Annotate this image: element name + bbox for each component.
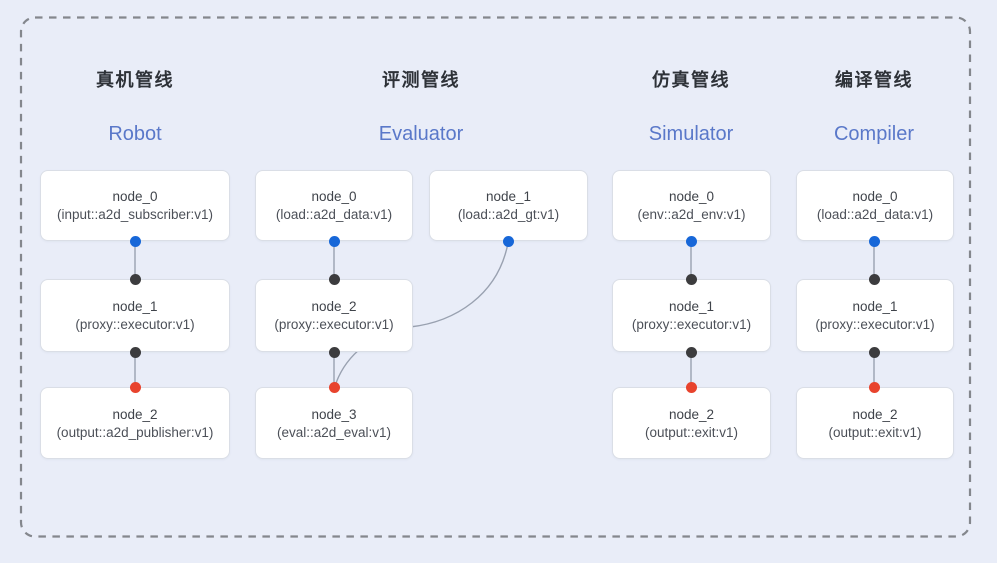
pipeline-title-en-simulator: Simulator xyxy=(648,123,734,145)
node-impl: (output::exit:v1) xyxy=(828,424,922,440)
pipeline-title-zh-compiler: 编译管线 xyxy=(835,70,913,90)
node-name: node_1 xyxy=(668,299,715,314)
black-port-dot xyxy=(328,273,340,285)
black-port-dot xyxy=(868,346,880,358)
node-name: node_0 xyxy=(112,189,158,204)
blue-port-dot xyxy=(328,235,340,247)
pipeline-title-en-robot: Robot xyxy=(108,123,162,145)
node-impl: (eval::a2d_eval:v1) xyxy=(276,424,392,440)
black-port-dot xyxy=(868,273,880,285)
node-evaluator-0: node_0 (load::a2d_data:v1) xyxy=(255,170,413,241)
black-port-dot xyxy=(685,346,697,358)
node-compiler-1: node_1 (proxy::executor:v1) xyxy=(796,279,954,352)
node-impl: (output::exit:v1) xyxy=(644,424,739,440)
node-name: node_0 xyxy=(668,189,715,204)
red-port-dot xyxy=(328,381,340,393)
node-impl: (env::a2d_env:v1) xyxy=(637,207,746,222)
node-impl: (load::a2d_data:v1) xyxy=(816,207,934,222)
node-impl: (load::a2d_data:v1) xyxy=(275,207,393,222)
pipeline-title-en-evaluator: Evaluator xyxy=(378,123,464,145)
node-simulator-0: node_0 (env::a2d_env:v1) xyxy=(612,170,771,241)
node-simulator-2: node_2 (output::exit:v1) xyxy=(612,387,771,459)
node-compiler-0: node_0 (load::a2d_data:v1) xyxy=(796,170,954,241)
node-impl: (proxy::executor:v1) xyxy=(631,317,752,332)
blue-port-dot xyxy=(129,235,141,247)
red-port-dot xyxy=(129,381,141,393)
blue-port-dot xyxy=(685,235,697,247)
node-name: node_3 xyxy=(311,406,357,422)
node-impl: (load::a2d_gt:v1) xyxy=(457,207,560,222)
node-evaluator-2: node_2 (proxy::executor:v1) xyxy=(255,279,413,352)
pipeline-title-zh-robot: 真机管线 xyxy=(96,70,174,90)
blue-port-dot xyxy=(502,235,514,247)
pipeline-title-en-compiler: Compiler xyxy=(833,123,915,145)
pipeline-title-zh-simulator: 仿真管线 xyxy=(652,70,730,90)
node-name: node_2 xyxy=(852,406,898,422)
black-port-dot xyxy=(328,346,340,358)
node-impl: (output::a2d_publisher:v1) xyxy=(56,424,214,440)
blue-port-dot xyxy=(868,235,880,247)
node-name: node_2 xyxy=(668,406,715,422)
pipeline-title-zh-evaluator: 评测管线 xyxy=(382,70,460,90)
node-robot-0: node_0 (input::a2d_subscriber:v1) xyxy=(40,170,230,241)
red-port-dot xyxy=(685,381,697,393)
node-name: node_2 xyxy=(112,406,158,422)
node-compiler-2: node_2 (output::exit:v1) xyxy=(796,387,954,459)
node-impl: (proxy::executor:v1) xyxy=(274,317,394,332)
red-port-dot xyxy=(868,381,880,393)
node-impl: (input::a2d_subscriber:v1) xyxy=(56,207,214,222)
node-name: node_0 xyxy=(852,189,898,204)
node-name: node_0 xyxy=(311,189,357,204)
black-port-dot xyxy=(129,273,141,285)
node-name: node_1 xyxy=(112,299,158,314)
node-simulator-1: node_1 (proxy::executor:v1) xyxy=(612,279,771,352)
node-evaluator-1: node_1 (load::a2d_gt:v1) xyxy=(429,170,588,241)
black-port-dot xyxy=(129,346,141,358)
black-port-dot xyxy=(685,273,697,285)
node-name: node_1 xyxy=(485,189,532,204)
node-impl: (proxy::executor:v1) xyxy=(815,317,935,332)
node-name: node_2 xyxy=(311,299,357,314)
node-robot-2: node_2 (output::a2d_publisher:v1) xyxy=(40,387,230,459)
node-evaluator-3: node_3 (eval::a2d_eval:v1) xyxy=(255,387,413,459)
node-robot-1: node_1 (proxy::executor:v1) xyxy=(40,279,230,352)
node-impl: (proxy::executor:v1) xyxy=(75,317,195,332)
node-name: node_1 xyxy=(852,299,898,314)
